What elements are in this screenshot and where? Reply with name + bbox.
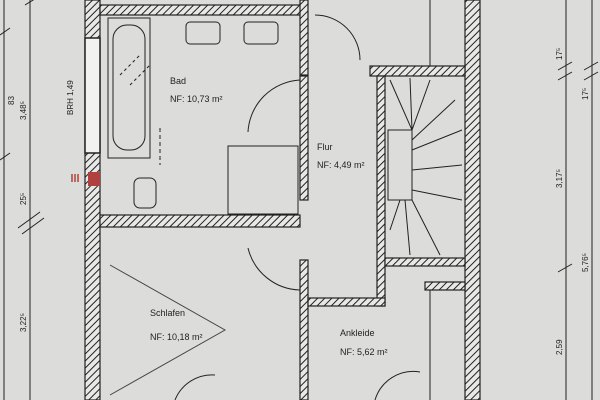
room-area-flur: NF: 4,49 m²: [317, 160, 365, 170]
dimension-lines-right: [557, 0, 599, 400]
shower-door: [159, 14, 361, 291]
room-name-bad: Bad: [170, 76, 186, 86]
room-area-bad: NF: 10,73 m²: [170, 94, 223, 104]
room-area-schlafen: NF: 10,18 m²: [150, 332, 203, 342]
walls: [84, 0, 481, 400]
dim-322: 3,22⁵: [19, 313, 28, 332]
dimension-lines-left: [0, 0, 45, 400]
dim-317: 3,17⁵: [555, 169, 564, 188]
dim-348: 3,48⁵: [19, 101, 28, 120]
dim-259: 2,59: [555, 339, 564, 355]
toilet-icon: [133, 177, 157, 209]
room-name-schlafen: Schlafen: [150, 308, 185, 318]
sink-icon: [185, 21, 279, 45]
staircase: [387, 0, 463, 400]
room-name-ankleide: Ankleide: [340, 328, 375, 338]
dim-17-a: 17⁵: [555, 48, 564, 60]
bathtub: [107, 17, 151, 159]
dim-83: 83: [7, 96, 16, 105]
door-arcs: [109, 264, 421, 400]
dim-576: 5,76⁵: [581, 253, 590, 272]
dim-25: 25⁵: [19, 193, 28, 205]
room-name-flur: Flur: [317, 142, 333, 152]
window: [84, 37, 101, 154]
room-area-ankleide: NF: 5,62 m²: [340, 347, 388, 357]
dim-17-b: 17⁵: [581, 88, 590, 100]
marker-icon: [71, 172, 100, 186]
window-sill-height: BRH 1,49: [66, 80, 75, 115]
